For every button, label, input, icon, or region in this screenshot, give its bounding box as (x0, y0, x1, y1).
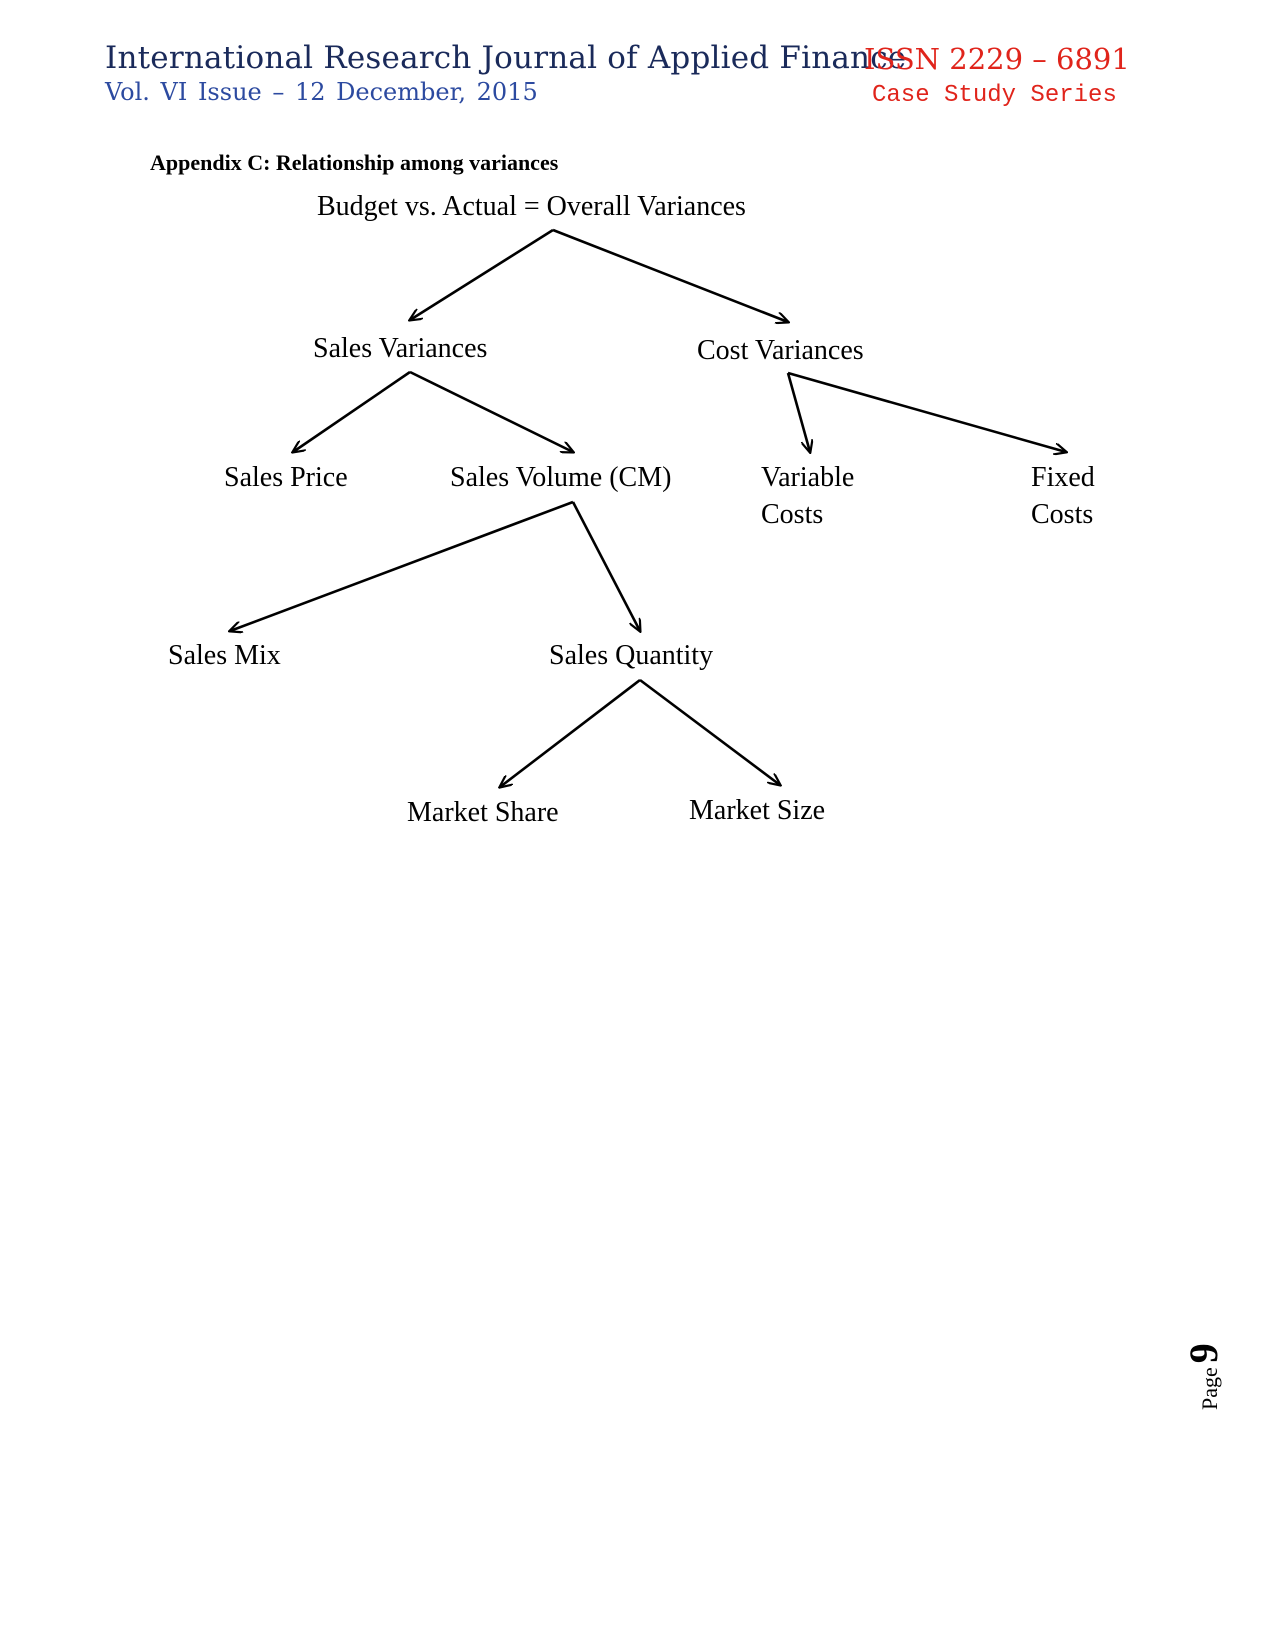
node-sales-volume: Sales Volume (CM) (450, 462, 672, 493)
node-sales-mix: Sales Mix (168, 640, 281, 671)
node-fixed-costs: Fixed Costs (1031, 462, 1095, 530)
arrow-sales-variances-to-sales-price (293, 370, 411, 452)
page-label: Page (1197, 1367, 1222, 1410)
node-sales-quantity: Sales Quantity (549, 640, 714, 671)
node-market-size: Market Size (689, 795, 826, 826)
issn: ISSN 2229 – 6891 (864, 42, 1130, 76)
arrow-cost-variances-to-fixed-costs (787, 371, 1066, 452)
node-sales-price: Sales Price (224, 462, 348, 493)
page-number-value: 9 (1181, 1343, 1226, 1364)
journal-title: International Research Journal of Applie… (105, 40, 907, 76)
series-label: Case Study Series (872, 82, 1117, 109)
page-number: Page 9 (1180, 1343, 1227, 1410)
node-sales-variances: Sales Variances (313, 333, 488, 364)
arrow-sales-quantity-to-market-size (639, 678, 780, 785)
arrow-cost-variances-to-variable-costs (786, 372, 810, 452)
node-cost-variances: Cost Variances (697, 335, 864, 366)
arrow-root-to-cost-variances (552, 228, 788, 322)
issue-line: Vol. VI Issue – 12 December, 2015 (105, 78, 538, 106)
appendix-title: Appendix C: Relationship among variances (150, 150, 559, 175)
arrow-sales-volume-to-sales-mix (230, 500, 574, 631)
node-variable-costs: Variable Costs (761, 462, 855, 530)
node-market-share: Market Share (407, 797, 559, 828)
arrow-sales-variances-to-sales-volume (409, 370, 573, 452)
arrow-sales-volume-to-sales-quantity (571, 501, 640, 631)
node-overall-variances: Budget vs. Actual = Overall Variances (317, 191, 746, 222)
arrow-root-to-sales-variances (410, 228, 554, 320)
arrow-sales-quantity-to-market-share (500, 678, 641, 787)
